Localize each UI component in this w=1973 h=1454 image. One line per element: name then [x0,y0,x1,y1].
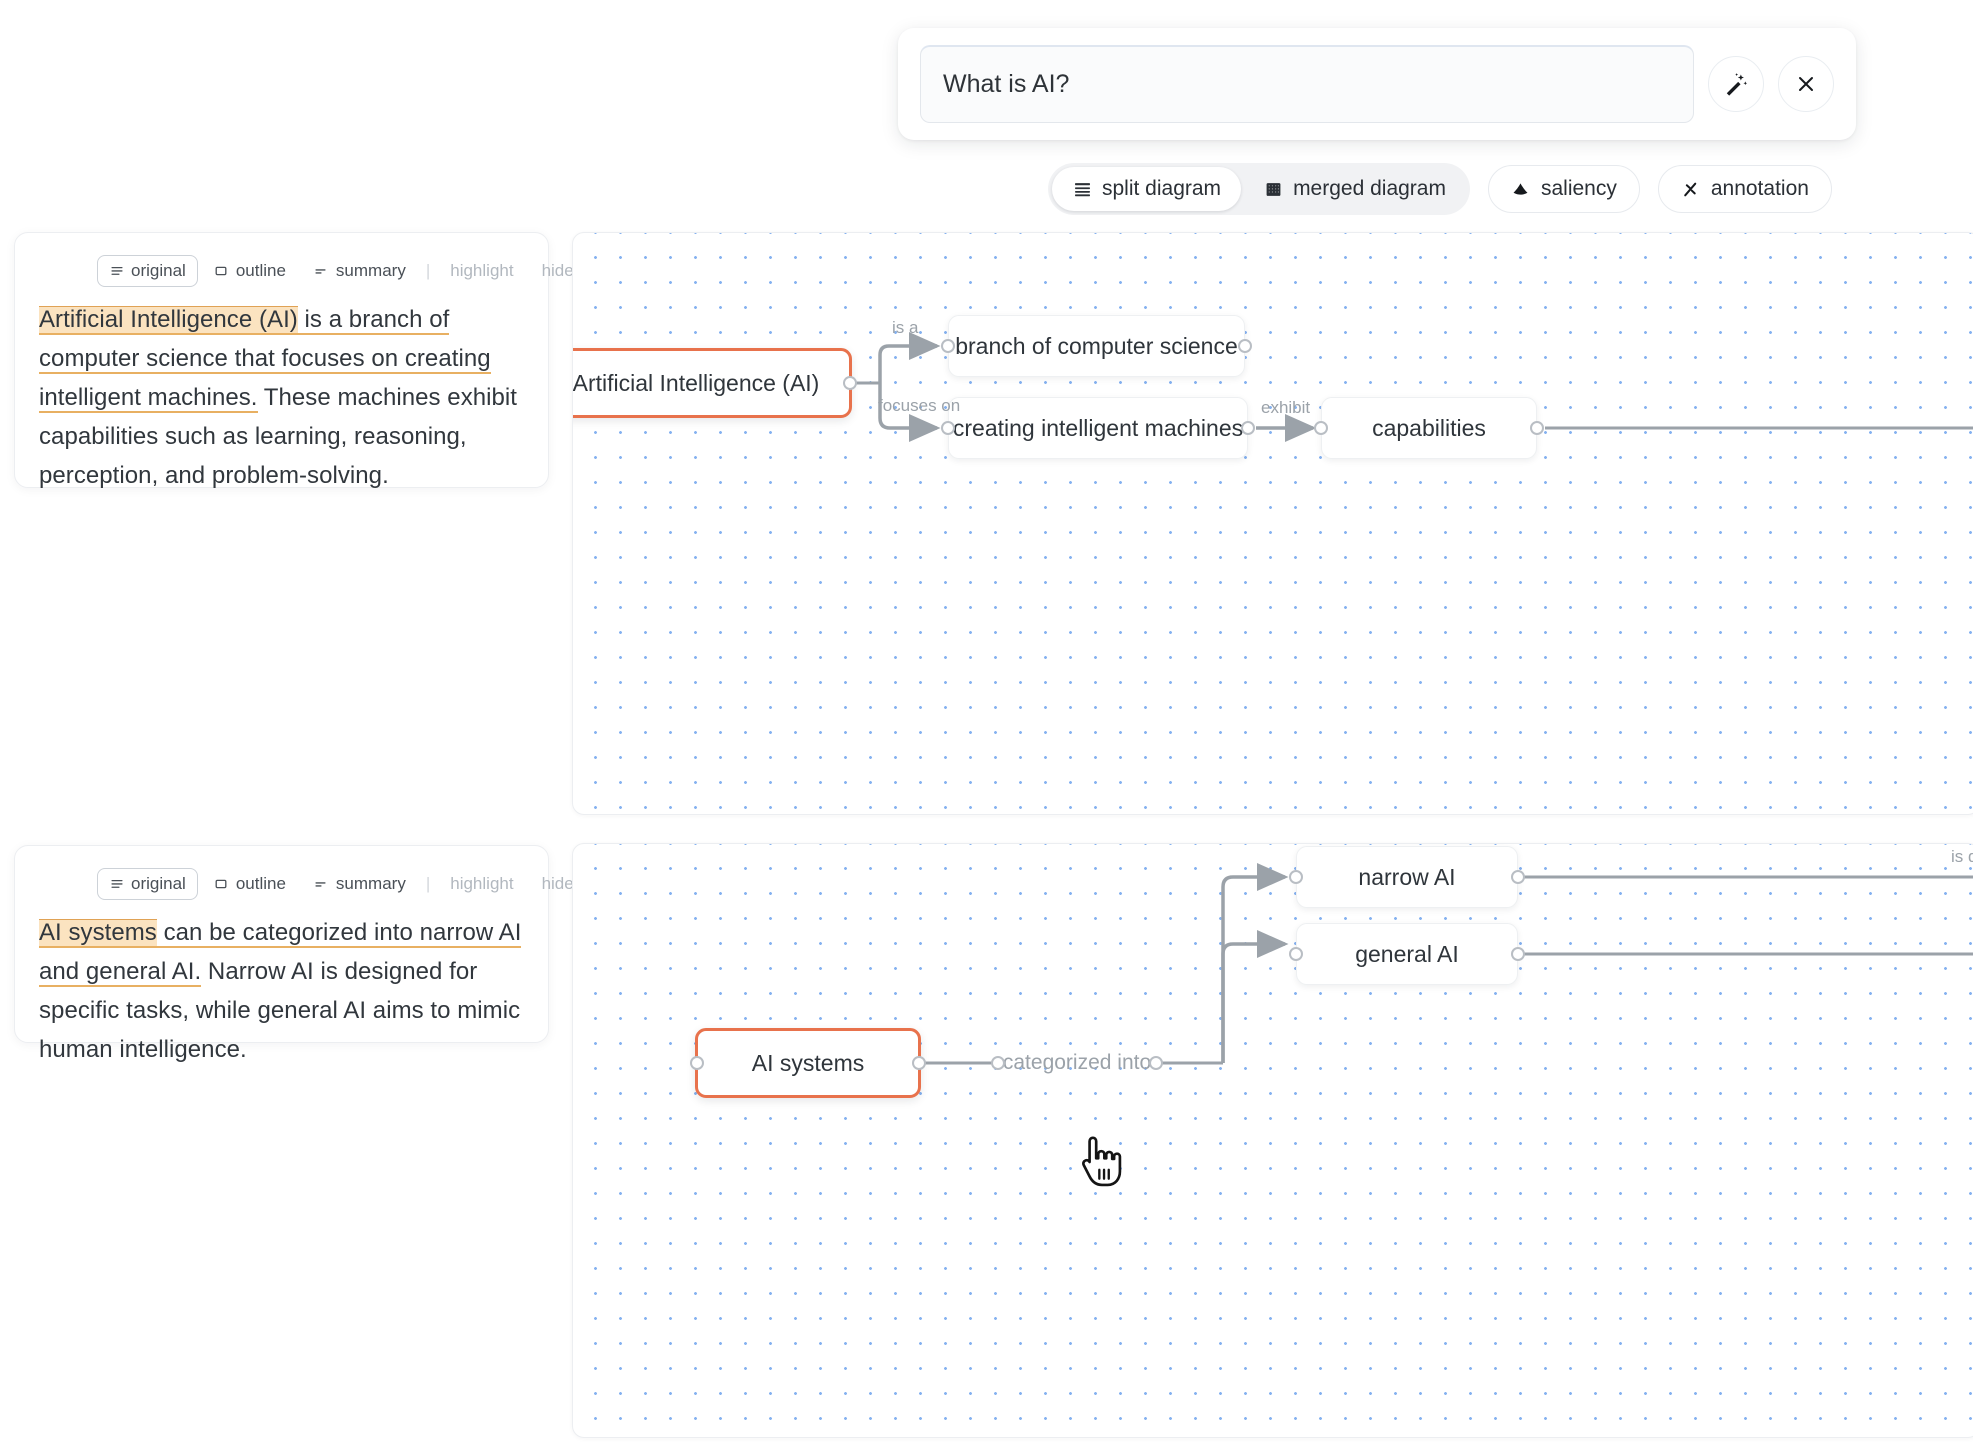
magic-wand-button[interactable] [1708,56,1764,112]
card-1-plain-span: These machines exhibit capabilities such… [39,383,518,489]
tab-split-diagram-label: split diagram [1102,177,1222,200]
diagram-1-node-3-label: capabilities [1372,414,1486,441]
diagram-2-node-root-label: AI systems [751,1049,865,1076]
card-1-body: Artificial Intelligence (AI) is a branch… [39,301,524,495]
card-2-tab-summary-label: summary [335,874,406,893]
handle-right[interactable] [912,1056,926,1070]
search-bar [898,28,1856,140]
diagram-2-edge-label-1: categorized into [1002,1051,1152,1074]
card-2-plain-span: Narrow AI is designed for specific tasks… [39,957,521,1063]
card-2-body: AI systems can be categorized into narro… [39,914,524,1070]
card-1-tabs: original outline summary [39,255,574,287]
diagram-panel-1[interactable]: Artificial Intelligence (AI) branch of c… [572,232,1973,815]
card-1-underlined-span[interactable]: is a branch of computer science that foc… [39,306,491,413]
diagram-1-node-2-label: creating intelligent machines [952,414,1244,441]
handle-left[interactable] [1314,421,1328,435]
handle-left[interactable] [991,1056,1005,1070]
square-icon [214,877,229,892]
handle-right[interactable] [1241,421,1255,435]
card-1-tab-summary[interactable]: summary [302,255,418,287]
handle-right[interactable] [1530,421,1544,435]
diagram-1-edge-label-3: exhibit [1261,398,1311,417]
diagram-2-node-1[interactable]: narrow AI [1289,846,1525,908]
magic-wand-icon [1723,71,1749,97]
lines-icon [109,264,124,279]
card-2-tab-original-label: original [131,874,186,893]
diagram-1-node-1[interactable]: branch of computer science [941,315,1252,377]
diagram-2-node-1-label: narrow AI [1358,863,1456,890]
close-icon [1794,72,1818,96]
card-2-underlined-span[interactable]: can be categorized into narrow AI and ge… [39,919,522,987]
tab-saliency-label: saliency [1540,177,1617,200]
diagram-1-edge-label-2: focuses on [878,396,961,415]
split-diagram-icon [1072,179,1092,199]
card-1-action-highlight-label: highlight [450,261,514,280]
card-1-action-highlight[interactable]: highlight [438,255,525,287]
tab-merged-diagram[interactable]: merged diagram [1243,167,1466,211]
card-2-tab-original[interactable]: original [97,868,198,900]
card-1-tab-summary-label: summary [335,261,406,280]
diagram-1-node-root[interactable]: Artificial Intelligence (AI) [572,348,857,418]
diagram-1-node-2[interactable]: creating intelligent machines [941,397,1255,459]
handle-left[interactable] [941,421,955,435]
tab-annotation[interactable]: annotation [1657,165,1832,213]
diagram-1-node-3[interactable]: capabilities [1314,397,1544,459]
handle-left[interactable] [1289,947,1303,961]
card-1-highlighted-span[interactable]: Artificial Intelligence (AI) [39,306,298,335]
card-1-tab-outline-label: outline [235,261,286,280]
diagram-2-edge-label-node[interactable]: categorized into [991,1047,1163,1079]
card-2-action-highlight-label: highlight [450,874,514,893]
diagram-2-node-root[interactable]: AI systems [690,1028,926,1098]
card-1-action-hide[interactable]: hide [530,255,586,287]
close-button[interactable] [1778,56,1834,112]
card-1-tab-original[interactable]: original [97,255,198,287]
diagram-1-node-root-label: Artificial Intelligence (AI) [572,369,820,396]
view-mode-toolbar: split diagram merged diagram [1048,163,1832,215]
text-card-1: original outline summary [14,232,574,489]
tab-saliency[interactable]: saliency [1487,165,1640,213]
card-2-tab-outline[interactable]: outline [202,868,298,900]
search-input[interactable] [920,45,1694,123]
card-2-action-highlight[interactable]: highlight [438,868,525,900]
short-lines-icon [314,877,329,892]
card-2-tab-outline-label: outline [235,874,286,893]
tab-split-diagram[interactable]: split diagram [1052,167,1242,211]
diagram-2-edges [921,863,1973,1065]
card-1-action-hide-label: hide [541,261,574,280]
diagram-mode-group: split diagram merged diagram [1048,163,1470,215]
square-icon [214,264,229,279]
card-1-tab-outline[interactable]: outline [202,255,298,287]
annotation-icon [1681,179,1701,199]
diagram-2-node-2[interactable]: general AI [1289,923,1525,985]
card-2-highlighted-span[interactable]: AI systems [39,919,157,948]
diagram-panel-2[interactable]: AI systems categorized into narrow AI ge… [572,843,1973,1438]
handle-right[interactable] [1511,870,1525,884]
card-2-action-hide[interactable]: hide [530,868,586,900]
handle-right[interactable] [843,376,857,390]
diagram-1-edge-label-1: is a [892,318,919,337]
saliency-icon [1511,179,1531,199]
diagram-1-edges [852,332,1973,442]
handle-left[interactable] [1289,870,1303,884]
merged-diagram-icon [1263,179,1283,199]
diagram-1-node-1-label: branch of computer science [955,332,1238,359]
card-2-action-hide-label: hide [541,874,574,893]
short-lines-icon [314,264,329,279]
text-card-2: original outline summary [14,845,574,1063]
handle-right[interactable] [1149,1056,1163,1070]
handle-right[interactable] [1511,947,1525,961]
card-1-tab-divider: | [425,261,431,280]
diagram-2-edge-label-2: is d [1951,847,1973,866]
diagram-2-node-2-label: general AI [1355,940,1459,967]
card-1-tab-original-label: original [131,261,186,280]
handle-left[interactable] [941,339,955,353]
card-2-tabs: original outline summary [39,868,574,900]
card-2-tab-summary[interactable]: summary [302,868,418,900]
tab-annotation-label: annotation [1710,177,1809,200]
tab-merged-diagram-label: merged diagram [1293,177,1446,200]
lines-icon [109,877,124,892]
handle-right[interactable] [1238,339,1252,353]
card-2-tab-divider: | [425,874,431,893]
handle-left[interactable] [690,1056,704,1070]
